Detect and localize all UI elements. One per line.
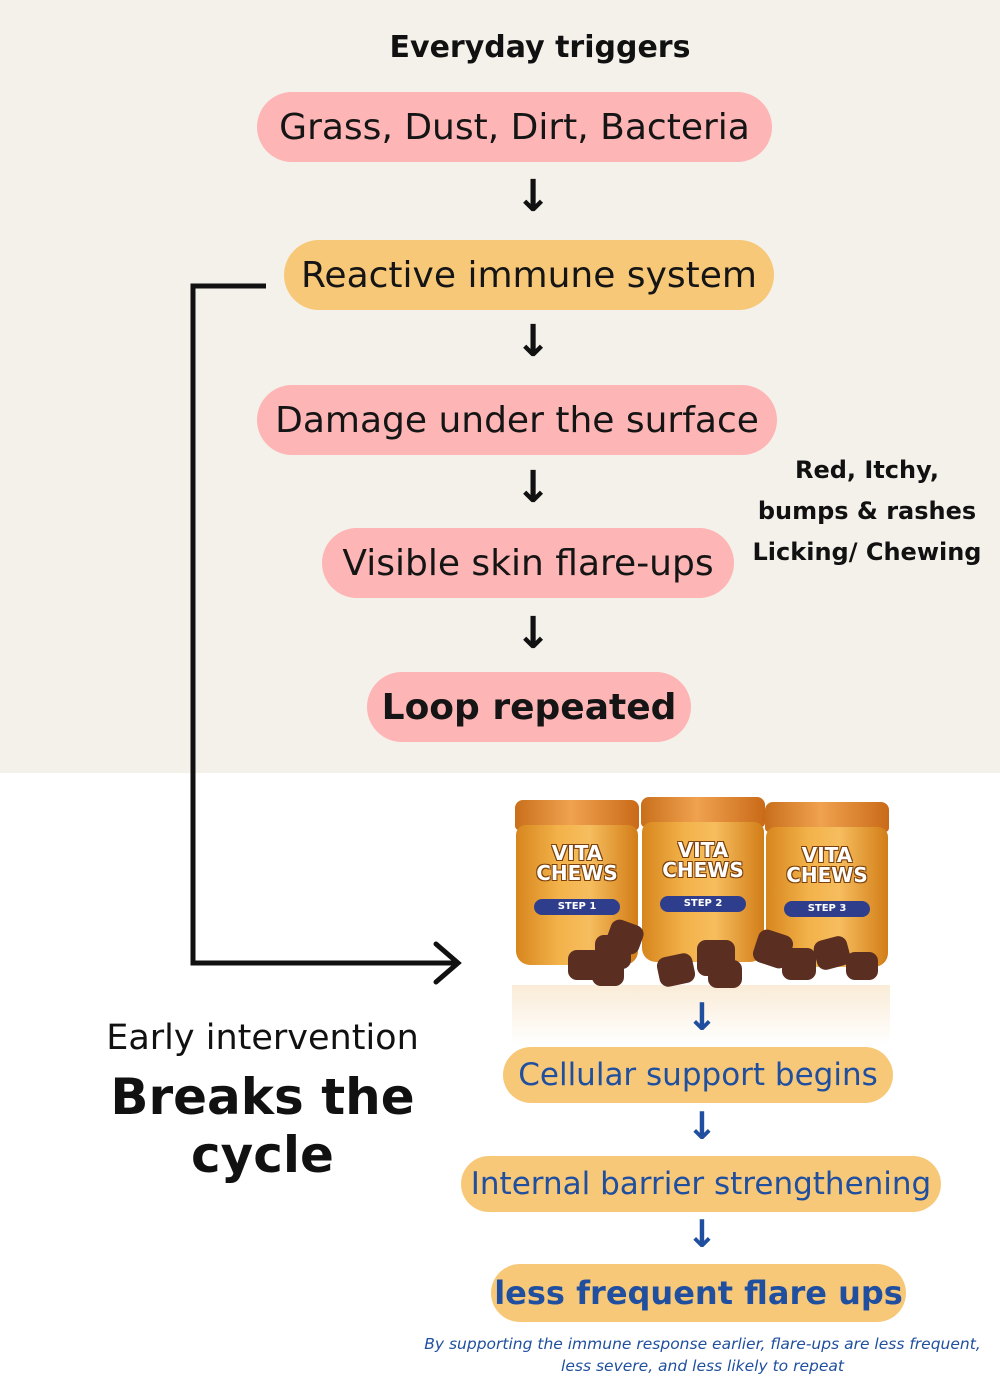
loop-repeated-pill: Loop repeated bbox=[367, 672, 691, 742]
arrow-down-icon: ↓ bbox=[686, 1212, 718, 1256]
flare-ups-pill: Visible skin flare-ups bbox=[322, 528, 734, 598]
jar-brand: VITA CHEWS bbox=[786, 843, 868, 887]
jar-step-3: VITA CHEWS STEP 3 bbox=[766, 827, 888, 967]
symptom-notes: Red, Itchy, bumps & rashes Licking/ Chew… bbox=[742, 450, 992, 573]
arrow-down-icon: ↓ bbox=[514, 608, 552, 659]
less-flare-ups-pill: less frequent flare ups bbox=[491, 1264, 906, 1322]
jar-step-2: VITA CHEWS STEP 2 bbox=[642, 822, 764, 962]
chew-treat bbox=[846, 952, 878, 980]
breaks-the-cycle-heading: Breaks the cycle bbox=[110, 1068, 415, 1184]
symptom-note: Licking/ Chewing bbox=[752, 538, 982, 566]
reactive-immune-pill: Reactive immune system bbox=[284, 240, 774, 310]
chew-treat bbox=[708, 960, 742, 988]
cellular-support-pill: Cellular support begins bbox=[503, 1047, 893, 1103]
arrow-down-icon: ↓ bbox=[686, 995, 718, 1039]
symptom-note: bumps & rashes bbox=[757, 497, 977, 525]
connector-line bbox=[190, 283, 456, 966]
jar-brand: VITA CHEWS bbox=[536, 841, 618, 885]
footnote: By supporting the immune response earlie… bbox=[424, 1335, 981, 1375]
early-intervention-label: Early intervention bbox=[106, 1018, 419, 1058]
arrow-down-icon: ↓ bbox=[686, 1104, 718, 1148]
barrier-strengthening-pill: Internal barrier strengthening bbox=[461, 1156, 941, 1212]
chew-treat bbox=[592, 958, 624, 986]
symptom-note: Red, Itchy, bbox=[794, 456, 940, 484]
jar-step-label: STEP 3 bbox=[784, 901, 870, 917]
jar-step-label: STEP 2 bbox=[660, 896, 746, 912]
damage-pill: Damage under the surface bbox=[257, 385, 777, 455]
arrow-down-icon: ↓ bbox=[514, 171, 552, 222]
jar-brand: VITA CHEWS bbox=[662, 838, 744, 882]
product-reflection bbox=[512, 985, 890, 1045]
connector-arrowhead-icon bbox=[433, 941, 462, 985]
everyday-triggers-heading: Everyday triggers bbox=[389, 30, 691, 65]
arrow-down-icon: ↓ bbox=[514, 316, 552, 367]
chew-treat bbox=[782, 948, 816, 980]
arrow-down-icon: ↓ bbox=[514, 462, 552, 513]
jar-step-1: VITA CHEWS STEP 1 bbox=[516, 825, 638, 965]
triggers-pill: Grass, Dust, Dirt, Bacteria bbox=[257, 92, 772, 162]
jar-step-label: STEP 1 bbox=[534, 899, 620, 915]
